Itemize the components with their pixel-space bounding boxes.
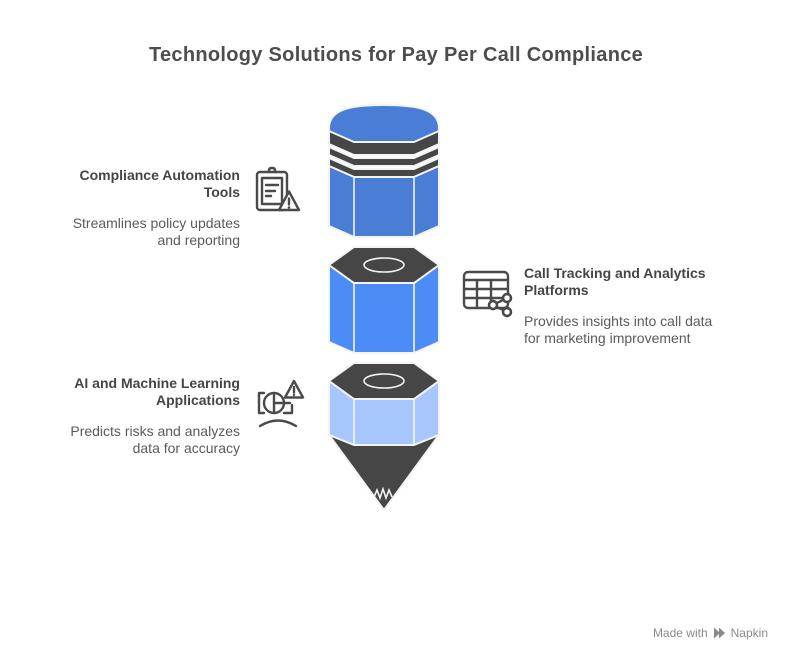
napkin-logo-icon: [713, 627, 725, 639]
list-item-call-tracking: Call Tracking and Analytics Platforms Pr…: [460, 265, 724, 347]
ai-alert-icon: [257, 379, 305, 428]
pencil-tip: [328, 434, 440, 511]
pencil-eraser: [328, 104, 440, 146]
table-share-icon: [462, 270, 513, 318]
pencil-segment-top: [328, 165, 440, 238]
clipboard-alert-icon: [255, 166, 301, 212]
list-item-ai-ml: AI and Machine Learning Applications Pre…: [48, 375, 306, 457]
napkin-watermark[interactable]: Made with Napkin: [653, 626, 768, 640]
pencil-segment-middle: [328, 246, 440, 354]
page-title: Technology Solutions for Pay Per Call Co…: [148, 44, 644, 67]
watermark-prefix: Made with: [652, 626, 708, 640]
pencil-ferrule: [328, 130, 440, 178]
item-description: Predicts risks and analyzes data for acc…: [70, 423, 240, 456]
pencil-segment-bottom: [328, 362, 440, 446]
item-description: Streamlines policy updates and reporting: [72, 215, 240, 248]
pencil-graphic: [328, 104, 440, 511]
item-title: Compliance Automation Tools: [79, 167, 241, 200]
item-title: AI and Machine Learning Applications: [74, 375, 240, 408]
list-item-compliance-automation: Compliance Automation Tools Streamlines …: [48, 166, 302, 249]
item-description: Provides insights into call data for mar…: [524, 313, 713, 346]
watermark-brand: Napkin: [730, 626, 768, 640]
item-title: Call Tracking and Analytics Platforms: [524, 265, 706, 298]
